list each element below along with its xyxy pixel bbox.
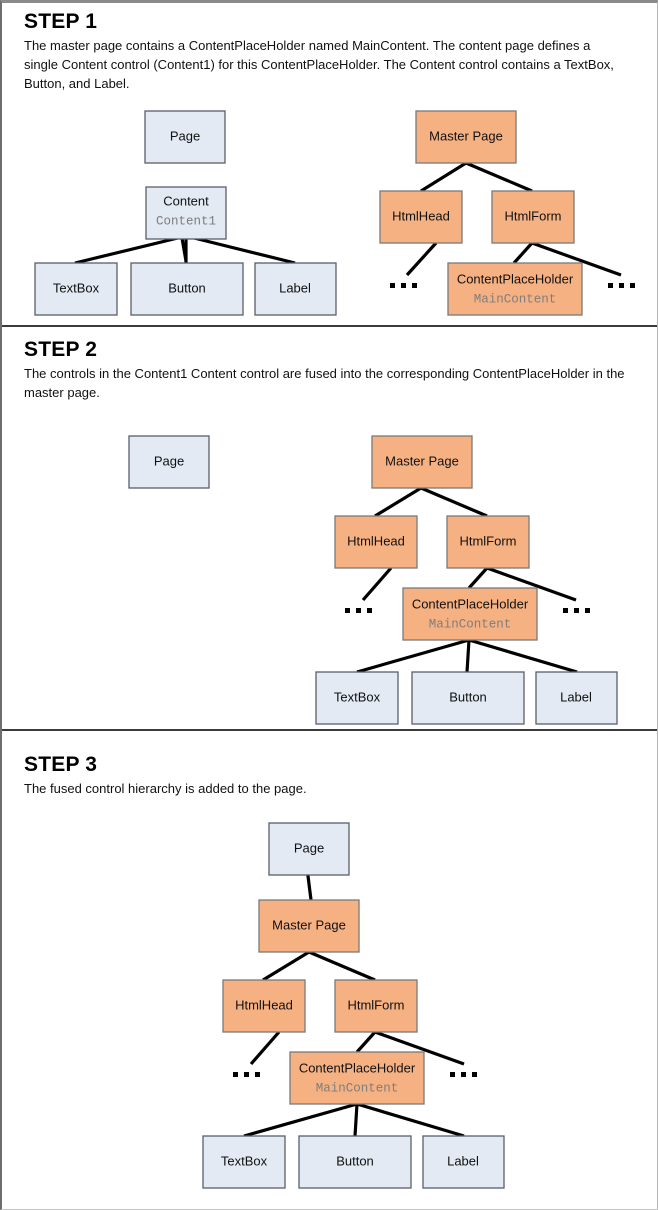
node-contentplaceholder-step1-label: ContentPlaceHolder [457, 271, 574, 286]
node-htmlhead-step2-label: HtmlHead [347, 533, 405, 548]
node-master-page-step3[interactable]: Master Page [258, 899, 360, 953]
node-content-step1-id: Content1 [156, 214, 216, 228]
node-button-step3[interactable]: Button [298, 1135, 412, 1189]
ellipsis-right-step3 [450, 1072, 477, 1077]
node-button-step2-label: Button [449, 689, 487, 704]
node-page-step1-label: Page [170, 128, 200, 143]
node-htmlform-step3-label: HtmlForm [347, 997, 404, 1012]
node-contentplaceholder-step1-id: MainContent [474, 292, 557, 306]
node-contentplaceholder-step2-label: ContentPlaceHolder [412, 596, 529, 611]
step-1-title: STEP 1 [24, 10, 98, 33]
node-page-step3-label: Page [294, 840, 324, 855]
step-3-section: STEP 3 The fused control hierarchy is ad… [2, 731, 657, 1209]
step-2-description: The controls in the Content1 Content con… [24, 366, 625, 400]
node-htmlhead-step1[interactable]: HtmlHead [379, 190, 463, 244]
step-2-section: STEP 2 The controls in the Content1 Cont… [2, 327, 657, 729]
node-contentplaceholder-step3-id: MainContent [316, 1081, 399, 1095]
node-master-page-step2[interactable]: Master Page [371, 435, 473, 489]
node-contentplaceholder-step3[interactable]: ContentPlaceHolder MainContent [289, 1051, 425, 1105]
node-htmlform-step2[interactable]: HtmlForm [446, 515, 530, 569]
node-htmlhead-step3[interactable]: HtmlHead [222, 979, 306, 1033]
node-label-step1[interactable]: Label [254, 262, 337, 316]
step-1-diagram: Page Content Content1 TextBox Button Lab… [34, 110, 635, 316]
node-button-step1-label: Button [168, 280, 206, 295]
node-contentplaceholder-step1[interactable]: ContentPlaceHolder MainContent [447, 262, 583, 316]
node-button-step2[interactable]: Button [411, 671, 525, 725]
node-master-page-step1-label: Master Page [429, 128, 503, 143]
node-textbox-step3[interactable]: TextBox [202, 1135, 286, 1189]
node-label-step2-label: Label [560, 689, 592, 704]
node-textbox-step3-label: TextBox [221, 1153, 268, 1168]
divider-1 [2, 325, 657, 327]
ellipsis-right-step1 [608, 283, 635, 288]
step-3-title: STEP 3 [24, 753, 98, 776]
node-content-step1[interactable]: Content Content1 [145, 186, 227, 240]
ellipsis-left-step1 [390, 283, 417, 288]
ellipsis-right-step2 [563, 608, 590, 613]
node-page-step2[interactable]: Page [128, 435, 210, 489]
step-1-section: STEP 1 The master page contains a Conten… [2, 3, 657, 325]
step1-master-edges [405, 161, 622, 277]
step2-edges [356, 486, 578, 674]
node-htmlform-step1[interactable]: HtmlForm [491, 190, 575, 244]
node-master-page-step2-label: Master Page [385, 453, 459, 468]
divider-2 [2, 729, 657, 731]
node-label-step3-label: Label [447, 1153, 479, 1168]
node-label-step2[interactable]: Label [535, 671, 618, 725]
node-label-step3[interactable]: Label [422, 1135, 505, 1189]
node-contentplaceholder-step3-label: ContentPlaceHolder [299, 1060, 416, 1075]
node-htmlhead-step1-label: HtmlHead [392, 208, 450, 223]
node-page-step3[interactable]: Page [268, 822, 350, 876]
step-2-title: STEP 2 [24, 338, 98, 361]
step-1-description: The master page contains a ContentPlaceH… [24, 38, 614, 91]
step-3-diagram: Page Master Page HtmlHead HtmlForm Conte… [202, 822, 505, 1189]
node-contentplaceholder-step2[interactable]: ContentPlaceHolder MainContent [402, 587, 538, 641]
node-contentplaceholder-step2-id: MainContent [429, 617, 512, 631]
ellipsis-left-step3 [233, 1072, 260, 1077]
node-htmlhead-step3-label: HtmlHead [235, 997, 293, 1012]
node-htmlhead-step2[interactable]: HtmlHead [334, 515, 418, 569]
node-label-step1-label: Label [279, 280, 311, 295]
node-textbox-step2-label: TextBox [334, 689, 381, 704]
node-page-step2-label: Page [154, 453, 184, 468]
node-htmlform-step2-label: HtmlForm [459, 533, 516, 548]
node-button-step1[interactable]: Button [130, 262, 244, 316]
step-2-diagram: Page Master Page HtmlHead HtmlForm Conte… [128, 435, 618, 725]
node-button-step3-label: Button [336, 1153, 374, 1168]
node-page-step1[interactable]: Page [144, 110, 226, 164]
node-htmlform-step1-label: HtmlForm [504, 208, 561, 223]
node-htmlform-step3[interactable]: HtmlForm [334, 979, 418, 1033]
node-content-step1-label: Content [163, 193, 209, 208]
node-master-page-step3-label: Master Page [272, 917, 346, 932]
node-textbox-step2[interactable]: TextBox [315, 671, 399, 725]
ellipsis-left-step2 [345, 608, 372, 613]
node-textbox-step1-label: TextBox [53, 280, 100, 295]
step-3-description: The fused control hierarchy is added to … [24, 781, 307, 796]
node-master-page-step1[interactable]: Master Page [415, 110, 517, 164]
node-textbox-step1[interactable]: TextBox [34, 262, 118, 316]
